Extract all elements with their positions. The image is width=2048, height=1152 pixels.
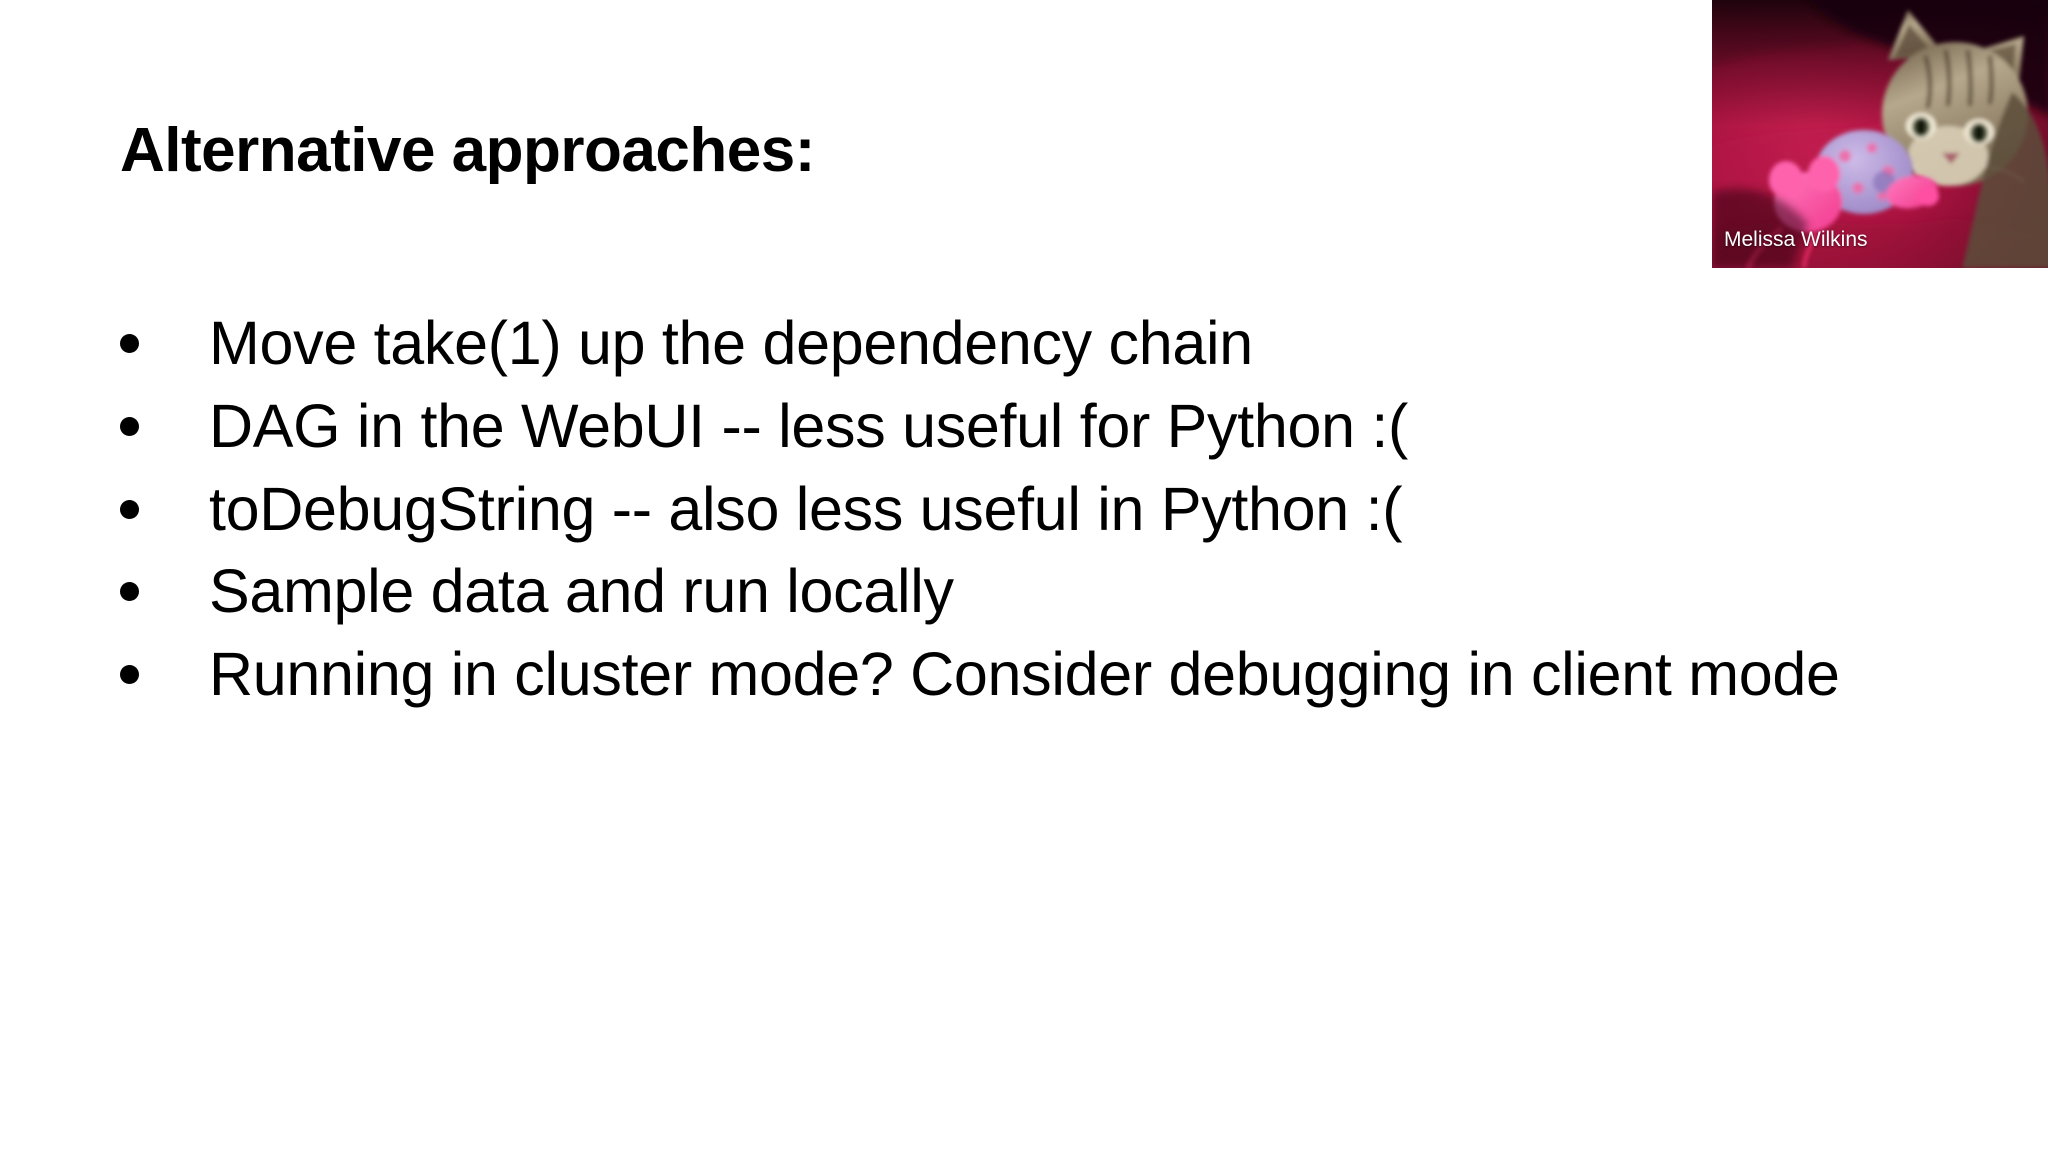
list-item-label: Running in cluster mode? Consider debugg…: [209, 640, 1840, 709]
bullet-dot-icon: [120, 334, 139, 353]
bullet-list: Move take(1) up the dependency chain DAG…: [120, 312, 1920, 706]
kitten-photo-image: [1712, 0, 2048, 268]
list-item: Running in cluster mode? Consider debugg…: [120, 643, 1920, 706]
list-item: Move take(1) up the dependency chain: [120, 312, 1920, 375]
bullet-dot-icon: [120, 499, 139, 519]
list-item-label: Move take(1) up the dependency chain: [209, 309, 1253, 377]
list-item-label: Sample data and run locally: [209, 557, 954, 626]
page-title: Alternative approaches:: [120, 116, 815, 185]
bullet-dot-icon: [120, 582, 139, 602]
bullet-dot-icon: [120, 416, 139, 436]
list-item-label: toDebugString -- also less useful in Pyt…: [209, 474, 1403, 543]
list-item-label: DAG in the WebUI -- less useful for Pyth…: [209, 391, 1409, 460]
bullet-dot-icon: [120, 665, 139, 685]
list-item: toDebugString -- also less useful in Pyt…: [120, 474, 1920, 543]
photo-credit-caption: Melissa Wilkins: [1724, 228, 1868, 251]
kitten-photo: Melissa Wilkins: [1712, 0, 2048, 268]
list-item: DAG in the WebUI -- less useful for Pyth…: [120, 391, 1920, 460]
list-item: Sample data and run locally: [120, 560, 1920, 623]
